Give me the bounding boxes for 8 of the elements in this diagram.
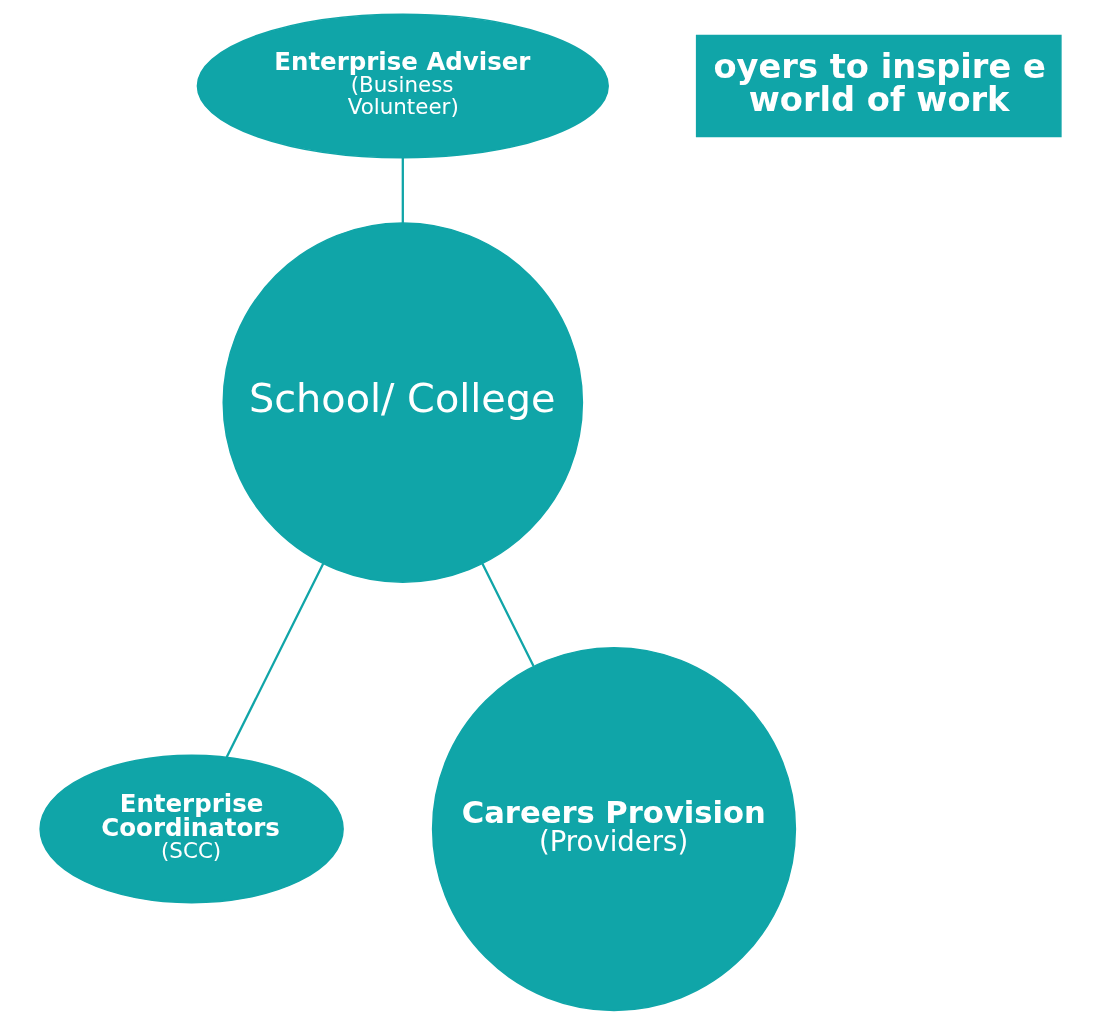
connector — [401, 157, 404, 224]
node-ellipse: Enterprise Coordinators (SCC) — [39, 754, 344, 904]
node-circle: Careers Provision (Providers) — [431, 646, 797, 1012]
connector — [481, 563, 535, 667]
node-ellipse: Enterprise Adviser (Business Volunteer) — [196, 13, 609, 159]
connector — [225, 563, 325, 758]
node-box: oyers to inspire e world of work — [695, 34, 1062, 138]
node-circle: School/ College — [222, 222, 584, 583]
